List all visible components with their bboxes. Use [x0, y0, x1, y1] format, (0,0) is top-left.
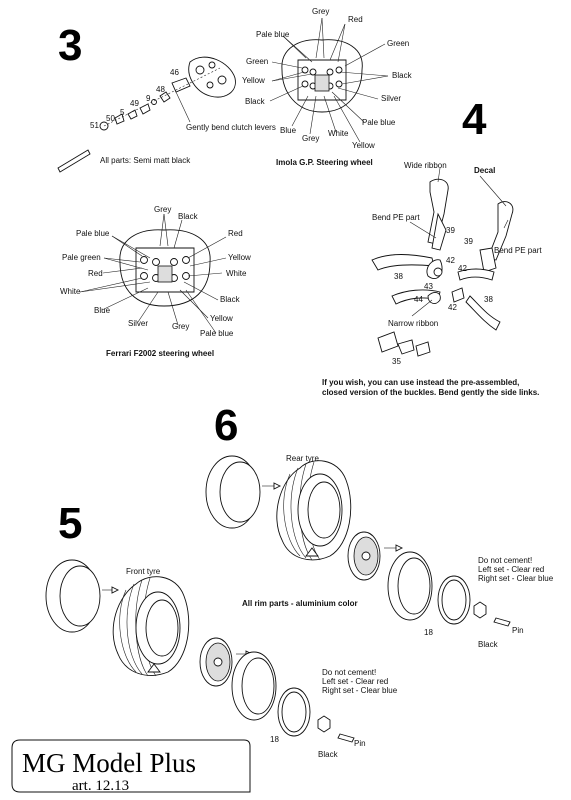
part-42-a: 42 [446, 256, 455, 265]
bend-clutch-note: Gently bend clutch levers [186, 123, 276, 132]
ferrari-title: Ferrari F2002 steering wheel [106, 349, 214, 358]
step6-do-not-cement: Do not cement! [478, 556, 532, 565]
part-51-label: 51 [90, 121, 99, 130]
part-42-c: 42 [448, 303, 457, 312]
step6-pin-label: Pin [512, 626, 524, 635]
step5-left-set: Left set - Clear red [322, 677, 388, 686]
step5-black-label: Black [318, 750, 339, 759]
imola-label-white: White [328, 129, 349, 138]
imola-label-silver: Silver [381, 94, 401, 103]
part-46-label: 46 [170, 68, 179, 77]
rim-parts-note: All rim parts - aluminium color [242, 599, 358, 608]
part-9-label: 9 [146, 94, 151, 103]
part-50-label: 50 [106, 114, 115, 123]
front-tyre-label: Front tyre [126, 567, 161, 576]
imola-label-black-left: Black [245, 97, 266, 106]
part-5-label: 5 [120, 108, 125, 117]
clutch-assembly-drawing [57, 56, 236, 173]
step6-left-set: Left set - Clear red [478, 565, 544, 574]
part-43: 43 [424, 282, 433, 291]
step6-black-label: Black [478, 640, 499, 649]
part-39-left: 39 [446, 226, 455, 235]
part-49-label: 49 [130, 99, 139, 108]
ferrari-label-grey: Grey [154, 205, 171, 214]
ferrari-label-pale-blue: Pale blue [76, 229, 110, 238]
ferrari-label-blue: Blue [94, 306, 111, 315]
all-parts-note: All parts: Semi matt black [100, 156, 191, 165]
ferrari-label-pale-green: Pale green [62, 253, 101, 262]
ferrari-label-black: Black [178, 212, 199, 221]
step5-right-set: Right set - Clear blue [322, 686, 398, 695]
step4-note-line2: closed version of the buckles. Bend gent… [322, 388, 539, 397]
part-42-b: 42 [458, 264, 467, 273]
decal-label: Decal [474, 166, 495, 175]
ferrari-label-white-left: White [60, 287, 81, 296]
step4-note-line1: If you wish, you can use instead the pre… [322, 378, 519, 387]
wide-ribbon-label: Wide ribbon [404, 161, 447, 170]
imola-label-green-right: Green [387, 39, 409, 48]
part-48-label: 48 [156, 85, 165, 94]
step-3-number: 3 [58, 21, 82, 70]
front-wheel-exploded-drawing [45, 559, 355, 743]
ferrari-label-white-right: White [226, 269, 247, 278]
brand-article: art. 12.13 [72, 778, 129, 794]
ferrari-label-red-left: Red [88, 269, 103, 278]
step-6-number: 6 [214, 401, 238, 450]
imola-label-grey-bottom: Grey [302, 134, 319, 143]
part-35: 35 [392, 357, 401, 366]
imola-label-black-right: Black [392, 71, 413, 80]
narrow-ribbon-label: Narrow ribbon [388, 319, 438, 328]
ferrari-steering-wheel-drawing [79, 213, 227, 334]
step5-pin-label: Pin [354, 739, 366, 748]
imola-label-pale-blue-right: Pale blue [362, 118, 396, 127]
part-39-right: 39 [464, 237, 473, 246]
step5-do-not-cement: Do not cement! [322, 668, 376, 677]
brand-name: MG Model Plus [22, 748, 196, 778]
ferrari-label-silver: Silver [128, 319, 148, 328]
ferrari-label-yellow: Yellow [228, 253, 251, 262]
imola-label-yellow: Yellow [242, 76, 265, 85]
imola-label-green-left: Green [246, 57, 268, 66]
bend-pe-part-left-label: Bend PE part [372, 213, 420, 222]
imola-label-grey: Grey [312, 7, 329, 16]
imola-label-blue: Blue [280, 126, 297, 135]
brand-box [11, 739, 251, 793]
part-44: 44 [414, 295, 423, 304]
imola-label-yellow-bottom: Yellow [352, 141, 375, 150]
rear-tyre-label: Rear tyre [286, 454, 319, 463]
part-38-left: 38 [394, 272, 403, 281]
imola-steering-wheel-drawing [269, 17, 389, 143]
step5-part-18: 18 [270, 735, 279, 744]
ferrari-label-grey-bottom: Grey [172, 322, 189, 331]
step-5-number: 5 [58, 499, 82, 548]
step-4-number: 4 [462, 95, 487, 144]
imola-label-pale-blue: Pale blue [256, 30, 290, 39]
bend-pe-part-right-label: Bend PE part [494, 246, 542, 255]
seatbelt-harness-drawing [371, 167, 514, 357]
step6-right-set: Right set - Clear blue [478, 574, 554, 583]
ferrari-label-red-right: Red [228, 229, 243, 238]
part-38-right: 38 [484, 295, 493, 304]
step6-part-18: 18 [424, 628, 433, 637]
imola-title: Imola G.P. Steering wheel [276, 158, 373, 167]
ferrari-label-black-right: Black [220, 295, 241, 304]
rear-wheel-exploded-drawing [205, 455, 511, 627]
ferrari-label-yellow-bottom: Yellow [210, 314, 233, 323]
ferrari-label-pale-blue-bottom: Pale blue [200, 329, 234, 338]
imola-label-red: Red [348, 15, 363, 24]
